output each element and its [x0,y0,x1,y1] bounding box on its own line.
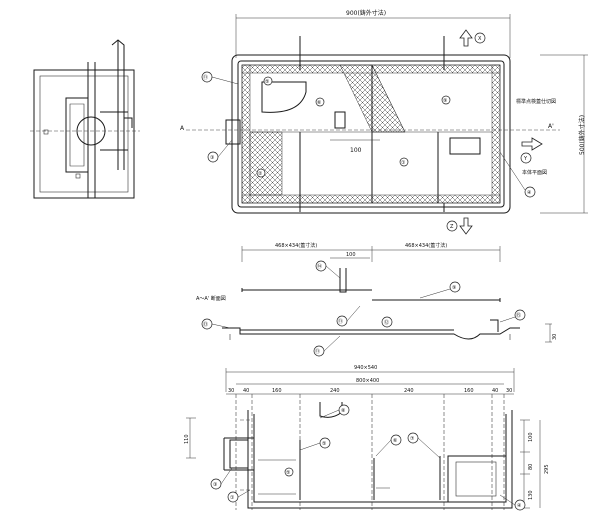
svg-text:⑨: ⑨ [452,285,456,291]
sec-bubble-7: ⑦ [407,432,419,444]
svg-text:⑦: ⑦ [410,436,415,442]
lid-bubble-11a: ⑪ [336,315,348,327]
plan-bubble-6: ⑥ [315,97,325,107]
sec-bubble-5: ⑤ [319,437,331,449]
lid-bubble-15: ⑮ [514,309,526,321]
dim-top-label: 900(鋳外寸法) [346,9,386,17]
lid-bubble-14: ⑭ [315,260,327,272]
plan-bubble-5: ⑤ [263,76,273,86]
svg-text:⑪: ⑪ [203,74,208,81]
svg-text:Y: Y [523,156,528,162]
sec-dim-160a: 160 [272,388,282,394]
sec-dim-80: 80 [528,464,534,470]
svg-text:②: ② [258,171,263,177]
svg-text:④: ④ [517,503,522,509]
plan-view: 900(鋳外寸法) 100 A A' 500(鋳外寸法) 標準点検蓋仕切図 [180,9,588,235]
sec-dim-40a: 40 [243,388,249,394]
sec-bubble-8: ⑧ [338,404,350,416]
label-body: 本体平面図 [522,169,547,176]
lid-dim-left: 468×434(蓋寸法) [275,242,317,249]
lid-dim-mid: 100 [346,252,356,258]
svg-text:⑮: ⑮ [516,312,521,319]
svg-text:③: ③ [210,155,214,161]
sec-dim-40b: 40 [492,388,498,394]
svg-text:①: ① [230,495,235,501]
arrow-z-icon: Z [446,217,473,235]
arrow-x-icon: X [459,29,486,47]
lid-bubble-12: ⑫ [381,316,393,328]
cross-section-view: 940×540 800×400 30 40 160 240 240 160 40… [184,365,550,511]
svg-text:⑤: ⑤ [322,441,326,447]
sec-dim-overall: 940×540 [354,365,377,371]
plan-bubble-9: ⑨ [441,95,451,105]
plan-bubble-3: ③ [207,151,219,163]
svg-text:⑥: ⑥ [393,438,398,444]
sec-dim-inner: 800×400 [356,378,379,384]
section-mark-right: A' [548,123,554,130]
sec-dim-240a: 240 [330,388,340,394]
svg-text:④: ④ [527,190,532,196]
svg-text:X: X [478,36,482,42]
sec-bubble-6: ⑥ [390,434,402,446]
lid-dim-right: 468×434(蓋寸法) [405,242,447,249]
sec-bubble-2: ⑤ [284,467,294,477]
side-elevation-view [30,39,140,199]
sec-dim-110: 110 [184,434,190,444]
svg-text:⑥: ⑥ [317,100,322,106]
section-mark-left: A [180,125,185,132]
sec-dim-130: 130 [528,490,534,500]
svg-text:⑤: ⑤ [265,79,269,85]
arrow-y-icon: Y [520,137,543,164]
plan-bubble-1: ① [399,157,409,167]
svg-text:⑤: ⑤ [286,470,290,476]
svg-text:Z: Z [450,224,454,230]
plan-bubble-2: ② [256,168,266,178]
svg-text:⑧: ⑧ [341,408,346,414]
sec-dim-100: 100 [528,432,534,442]
sec-dim-240b: 240 [404,388,414,394]
lid-dim-side: 30 [552,334,558,340]
dim-right-label: 500(鋳外寸法) [578,115,586,155]
plan-bubble-11: ⑪ [201,71,213,83]
svg-text:③: ③ [213,482,217,488]
dim-center-label: 100 [350,147,362,154]
lid-bubble-9: ⑨ [449,281,461,293]
sec-dim-30a: 30 [228,388,234,394]
label-cover: 標準点検蓋仕切図 [516,98,556,105]
svg-text:⑭: ⑭ [317,263,322,270]
lid-caption: A～A' 断面図 [196,295,226,302]
sec-bubble-3: ③ [210,478,222,490]
svg-text:⑨: ⑨ [443,98,447,104]
svg-text:①: ① [401,160,406,166]
lid-bubble-10: ⑪ [313,345,325,357]
sec-dim-295: 295 [544,464,550,474]
svg-text:⑪: ⑪ [315,348,320,355]
lid-section-view: 468×434(蓋寸法) 468×434(蓋寸法) 100 A～A' 断面図 3… [196,242,558,357]
sec-dim-160b: 160 [464,388,474,394]
svg-text:⑪: ⑪ [338,318,343,325]
sec-bubble-4: ④ [514,499,526,511]
sec-dim-30b: 30 [506,388,512,394]
svg-text:⑫: ⑫ [384,319,389,326]
svg-text:⑬: ⑬ [203,321,208,328]
sec-bubble-1: ① [227,491,239,503]
lid-bubble-13: ⑬ [201,318,213,330]
plan-bubble-4: ④ [524,186,536,198]
